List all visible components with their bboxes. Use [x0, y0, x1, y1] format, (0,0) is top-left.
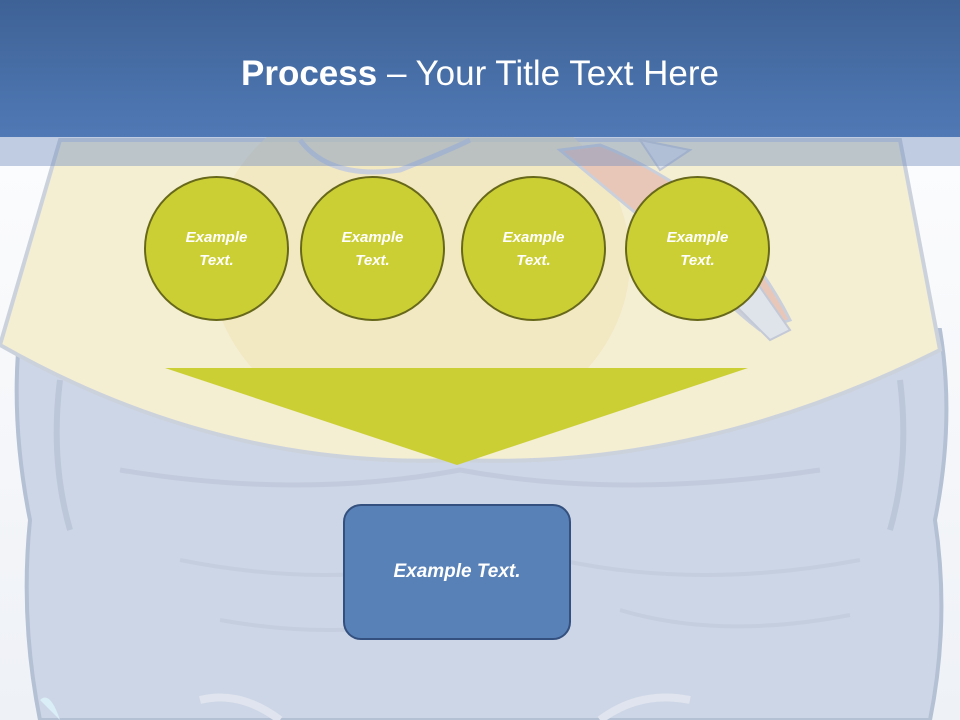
process-step-circle[interactable]: Example Text. — [461, 176, 606, 321]
process-step-circle[interactable]: Example Text. — [300, 176, 445, 321]
result-box[interactable]: Example Text. — [343, 504, 571, 640]
process-step-label: Example Text. — [666, 228, 729, 269]
result-label: Example Text. — [393, 561, 521, 582]
process-step-label: Example Text. — [185, 228, 248, 269]
process-step-circle[interactable]: Example Text. — [625, 176, 770, 321]
process-step-label: Example Text. — [502, 228, 565, 269]
title-bar — [0, 0, 960, 137]
title-bold: Process — [241, 54, 378, 93]
process-step-label: Example Text. — [341, 228, 404, 269]
title-rest: – Your Title Text Here — [377, 54, 719, 93]
process-step-circle[interactable]: Example Text. — [144, 176, 289, 321]
title-band — [0, 137, 960, 166]
slide-title[interactable]: Process – Your Title Text Here — [0, 52, 960, 96]
